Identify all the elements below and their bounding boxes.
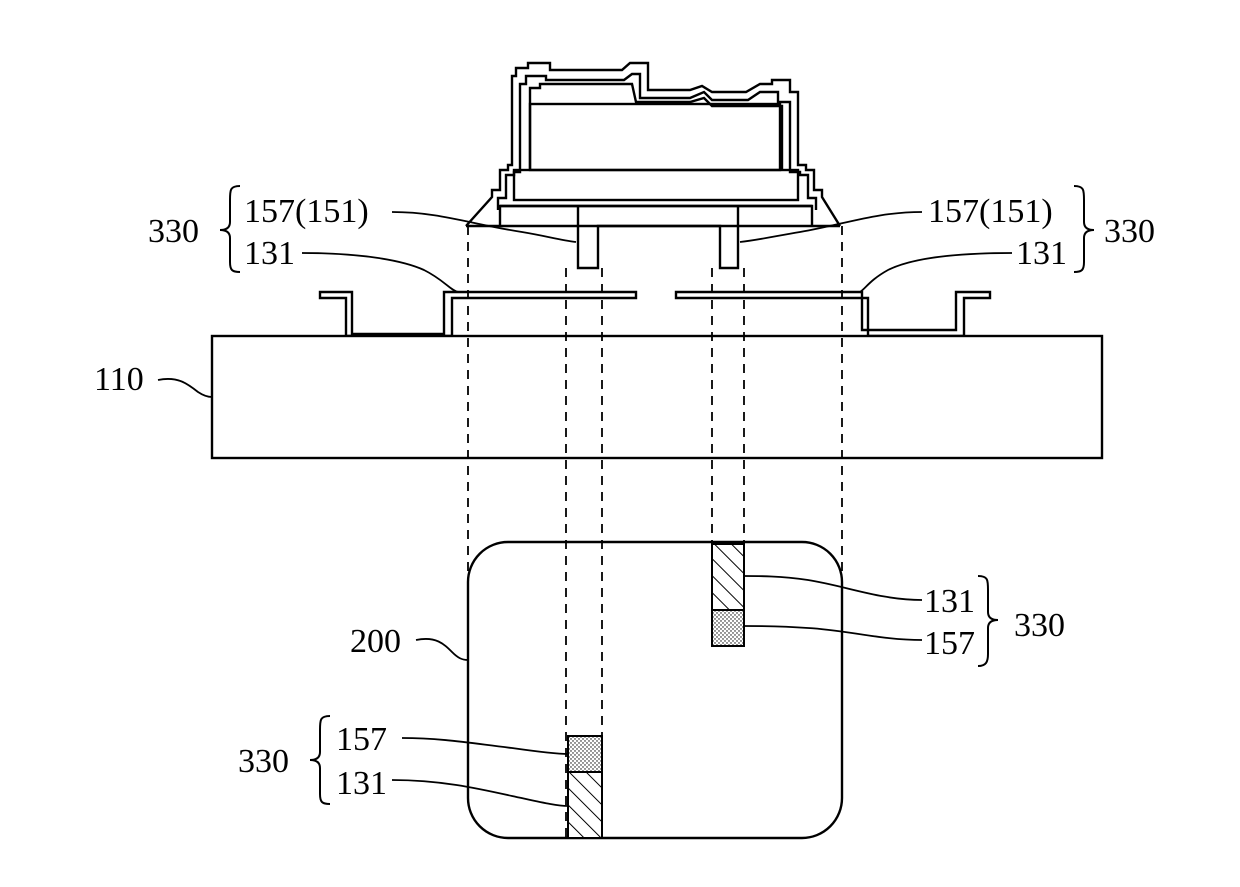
- leader-lines: [158, 212, 1012, 806]
- lead-left: [320, 292, 636, 336]
- leader-131-tr: [860, 253, 1012, 292]
- brace-tl: [220, 186, 240, 272]
- lead-right: [676, 292, 990, 336]
- package-pads: [568, 544, 744, 838]
- chip-stack: [466, 63, 840, 268]
- label-330-top-left: 330: [148, 213, 199, 250]
- braces: [220, 186, 1094, 804]
- electrode-left: [578, 206, 738, 268]
- label-131-top-left: 131: [244, 235, 295, 272]
- pad-157-right: [712, 610, 744, 646]
- label-110: 110: [94, 361, 144, 398]
- projection-lines: [468, 226, 842, 838]
- chip-lower-plate: [514, 170, 798, 200]
- pad-157-left: [568, 736, 602, 772]
- label-131-mid-right: 131: [924, 583, 975, 620]
- brace-bl: [310, 716, 330, 804]
- label-330-bottom-left: 330: [238, 743, 289, 780]
- package-200: [468, 542, 842, 838]
- brace-tr: [1074, 186, 1094, 272]
- leader-110: [158, 379, 212, 397]
- chip-base: [500, 206, 812, 226]
- label-157-top-right: 157(151): [928, 193, 1053, 230]
- leader-157-bl: [402, 738, 568, 754]
- label-131-top-right: 131: [1016, 235, 1067, 272]
- leader-131-mr: [744, 576, 922, 600]
- brace-mr: [978, 576, 998, 666]
- pad-131-right: [712, 544, 744, 610]
- label-131-bottom-left: 131: [336, 765, 387, 802]
- label-157-top-left: 157(151): [244, 193, 369, 230]
- reference-labels: 330 157(151) 131 157(151) 131 330 110 20…: [94, 193, 1155, 802]
- leader-157-mr: [744, 626, 922, 640]
- label-200: 200: [350, 623, 401, 660]
- leader-131-tl: [302, 253, 458, 292]
- label-157-mid-right: 157: [924, 625, 975, 662]
- label-330-top-right: 330: [1104, 213, 1155, 250]
- leader-131-bl: [392, 780, 568, 806]
- chip-body: [530, 104, 780, 170]
- chip-outer-contour: [466, 63, 840, 226]
- label-157-bottom-left: 157: [336, 721, 387, 758]
- board-110: [212, 336, 1102, 458]
- pad-131-left: [568, 772, 602, 838]
- leader-200: [416, 639, 468, 660]
- lead-frame: [320, 292, 990, 336]
- label-330-mid-right: 330: [1014, 607, 1065, 644]
- chip-middle-contour: [498, 74, 816, 210]
